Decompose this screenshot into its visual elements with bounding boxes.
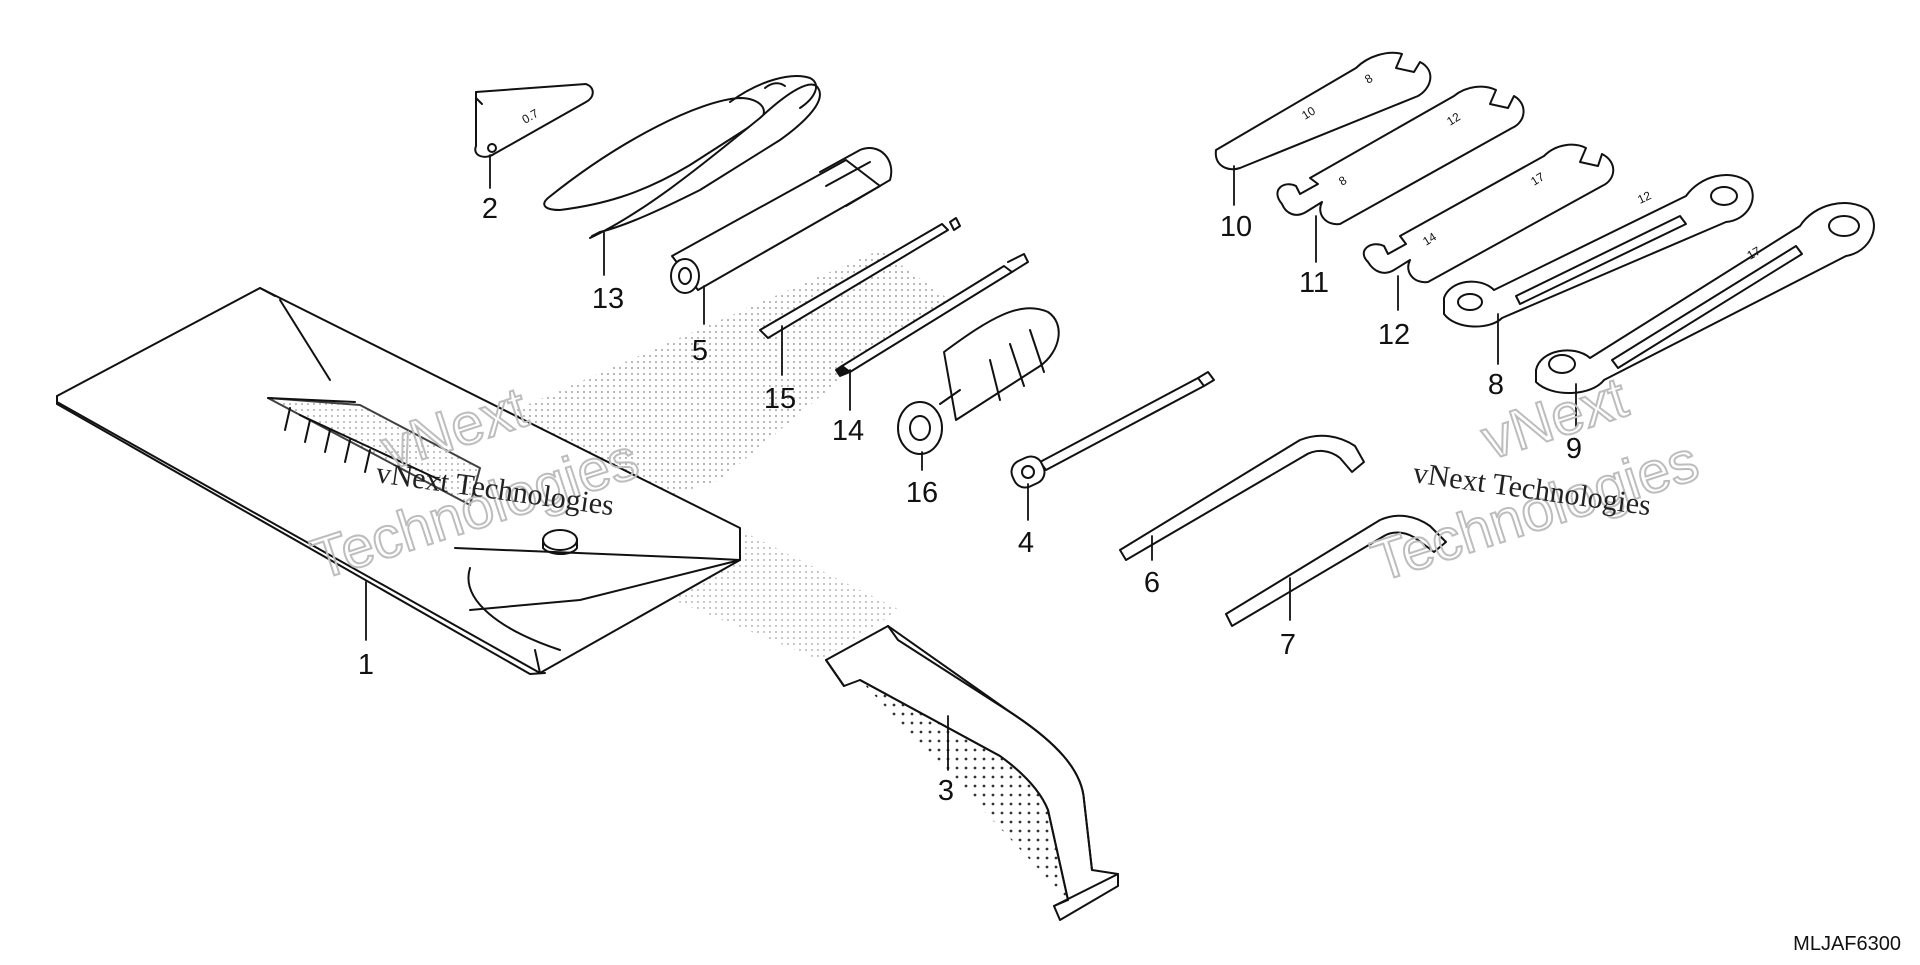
callout-7: 7 xyxy=(1280,629,1296,661)
tool-bag-part-1 xyxy=(56,287,741,675)
callout-labels: 2 13 5 15 14 16 4 6 7 1 3 10 11 12 8 9 xyxy=(358,193,1582,807)
callout-12: 12 xyxy=(1378,319,1410,351)
combination-wrench-part-9: 17 xyxy=(1535,202,1875,394)
gauge-plate-part-2: 0.7 xyxy=(474,83,594,158)
callout-15: 15 xyxy=(764,383,796,415)
open-wrench-part-10: 10 8 xyxy=(1214,51,1432,171)
callout-8: 8 xyxy=(1488,369,1504,401)
callout-13: 13 xyxy=(592,283,624,315)
watermark-right: vNext Technologies vNext Technologies xyxy=(1363,364,1707,596)
box-wrench-part-5 xyxy=(670,147,893,294)
callout-14: 14 xyxy=(832,415,864,447)
hex-key-part-6 xyxy=(1119,434,1365,561)
extension-bar-part-4 xyxy=(1010,371,1215,489)
strap-part-3 xyxy=(825,625,1119,921)
callout-16: 16 xyxy=(906,477,938,509)
screwdriver-handle-part-16 xyxy=(897,307,1060,455)
svg-text:17: 17 xyxy=(1745,244,1764,263)
callout-10: 10 xyxy=(1220,211,1252,243)
hex-key-part-7 xyxy=(1225,514,1447,627)
open-wrench-part-12: 14 17 xyxy=(1362,143,1615,284)
callout-2: 2 xyxy=(482,193,498,225)
combination-wrench-part-8: 12 xyxy=(1443,173,1754,328)
callout-3: 3 xyxy=(938,775,954,807)
flat-screwdriver-part-15 xyxy=(759,217,961,339)
callout-1: 1 xyxy=(358,649,374,681)
diagram-code: MLJAF6300 xyxy=(1793,933,1901,955)
callout-6: 6 xyxy=(1144,567,1160,599)
callout-11: 11 xyxy=(1299,267,1329,299)
open-wrench-part-11: 8 12 xyxy=(1276,85,1525,226)
svg-text:12: 12 xyxy=(1635,188,1653,206)
pliers-part-13 xyxy=(543,75,821,239)
leader-lines xyxy=(365,154,1577,771)
callout-4: 4 xyxy=(1018,527,1034,559)
callout-9: 9 xyxy=(1566,433,1582,465)
callout-5: 5 xyxy=(692,335,708,367)
phillips-screwdriver-part-14 xyxy=(835,253,1029,377)
